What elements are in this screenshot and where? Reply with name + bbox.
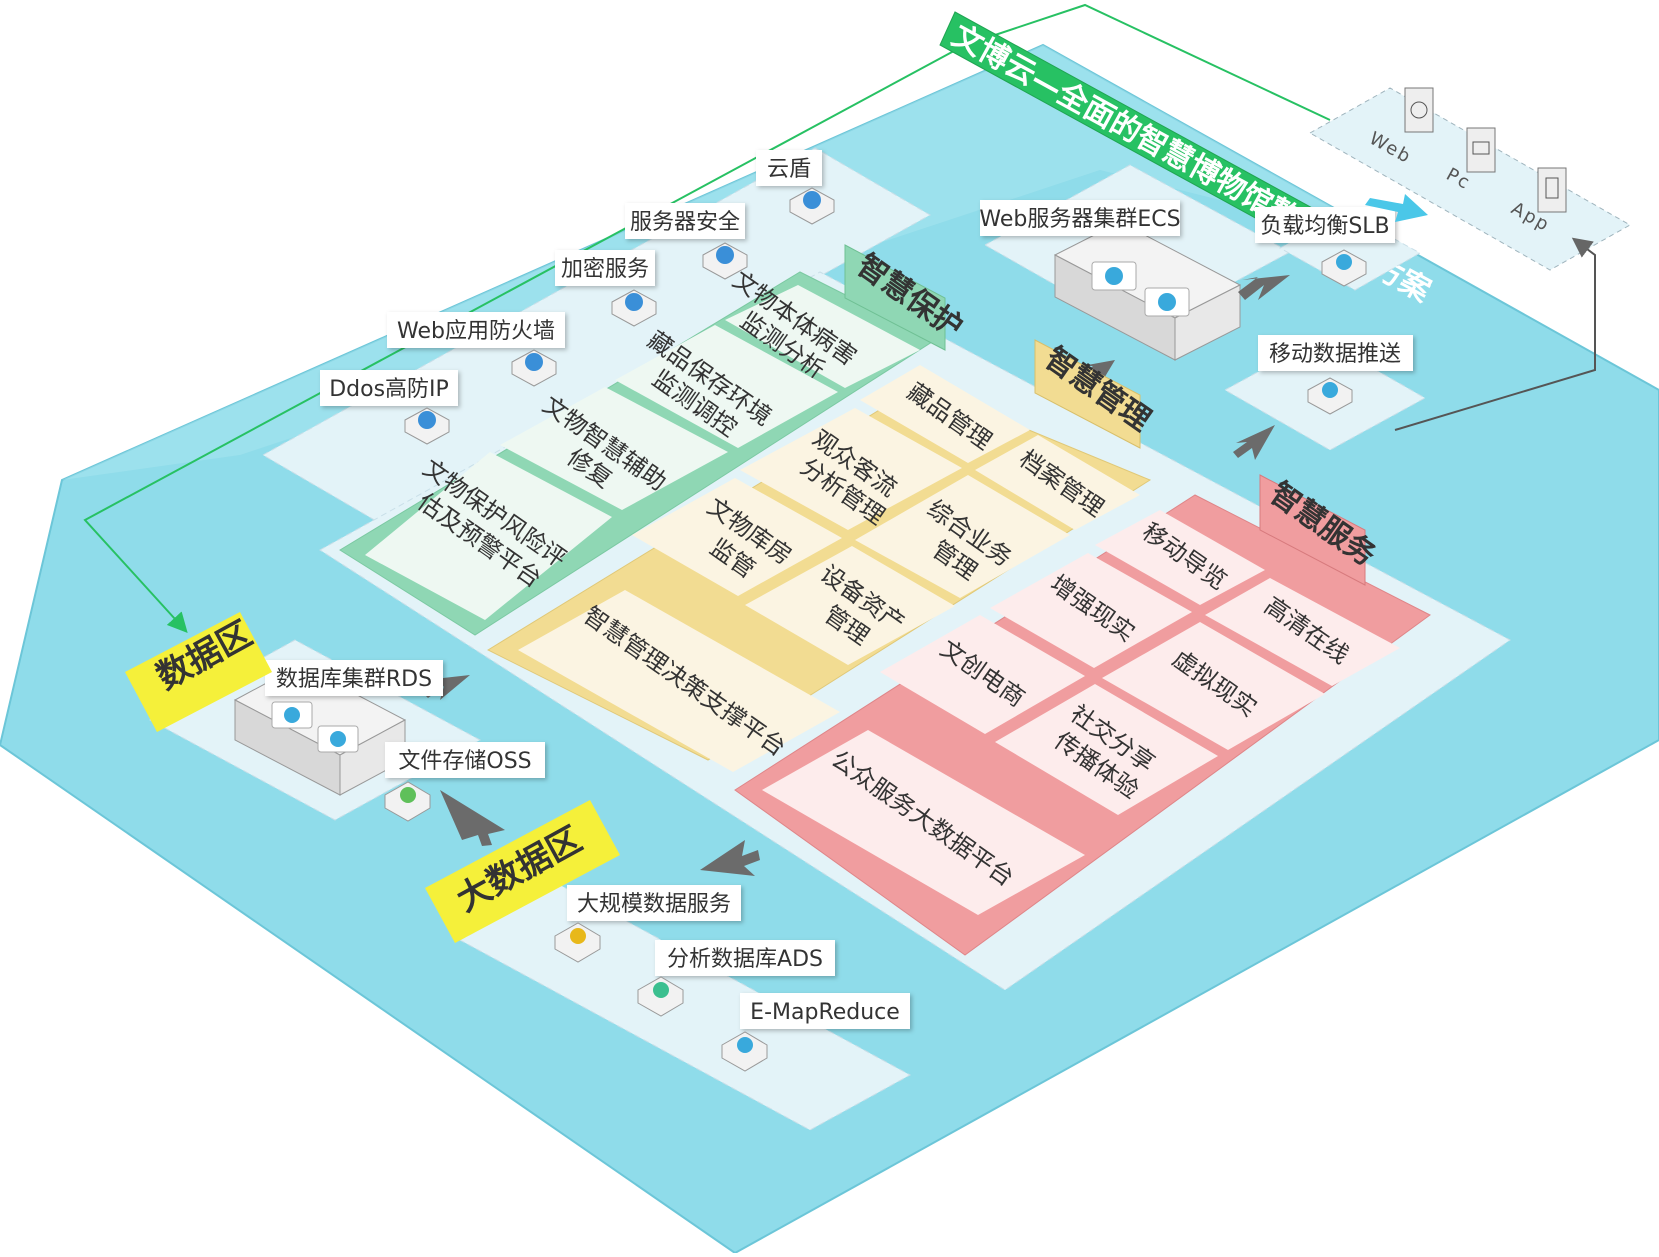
clients-panel: Web Pc App bbox=[1308, 87, 1632, 271]
management-tile[interactable]: 设备资产 管理 bbox=[745, 546, 955, 665]
oss-label: 文件存储OSS bbox=[398, 749, 531, 774]
server-security-item[interactable]: 服务器安全 bbox=[625, 203, 748, 280]
rds-db-icon bbox=[317, 725, 359, 753]
bigdata-zone-panel: 大规模数据服务 分析数据库ADS E-MapReduce bbox=[458, 884, 912, 1131]
ecs-cloud-icon bbox=[1091, 261, 1137, 291]
protection-tile[interactable]: 文物保护风险评 估及预警平台 bbox=[365, 452, 612, 620]
ads-icon bbox=[637, 976, 684, 1017]
management-tile[interactable]: 综合业务 管理 bbox=[855, 475, 1070, 598]
encryption-icon bbox=[611, 289, 657, 327]
security-items: 云盾 服务器安全 加密服务 Web应用防火墙 Ddos高防IP bbox=[320, 150, 835, 445]
encryption-label: 加密服务 bbox=[561, 257, 649, 282]
protection-block: 文物本体病害 监测分析 藏品保存环境 监测调控 文物智慧辅助 修复 文物保护风险… bbox=[339, 244, 969, 636]
service-tile[interactable]: 文创电商 bbox=[880, 615, 1085, 734]
web-cluster-panel: Web服务器集群ECS bbox=[979, 164, 1292, 361]
management-block: 藏品管理 档案管理 观众客流 分析管理 综合业务 管理 文物库房 监管 设备资产… bbox=[486, 339, 1157, 772]
slb-icon bbox=[1321, 249, 1367, 287]
firewall-icon bbox=[511, 349, 557, 387]
server-security-label: 服务器安全 bbox=[630, 210, 740, 235]
bigdata-service-icon bbox=[554, 922, 601, 963]
encryption-item[interactable]: 加密服务 bbox=[555, 250, 657, 327]
service-tile[interactable]: 社交分享 传播体验 bbox=[995, 684, 1218, 815]
ddos-label: Ddos高防IP bbox=[329, 377, 449, 402]
push-panel: 移动数据推送 bbox=[1223, 335, 1427, 451]
ecs-cloud-icon bbox=[1144, 287, 1190, 317]
ddos-icon bbox=[404, 407, 450, 445]
bigdata-service-label: 大规模数据服务 bbox=[577, 892, 731, 917]
slb-panel: 负载均衡SLB bbox=[1255, 207, 1422, 291]
service-tile[interactable]: 公众服务大数据平台 bbox=[762, 730, 1085, 915]
slb-label: 负载均衡SLB bbox=[1260, 214, 1389, 239]
server-security-icon bbox=[702, 242, 748, 280]
service-tile[interactable]: 增强现实 bbox=[990, 553, 1192, 668]
ads-label: 分析数据库ADS bbox=[667, 947, 823, 972]
cloud-shield-item[interactable]: 云盾 bbox=[756, 150, 835, 225]
service-tile[interactable]: 虚拟现实 bbox=[1102, 622, 1325, 750]
web-device-icon bbox=[1404, 87, 1434, 133]
app-device-icon bbox=[1537, 167, 1567, 213]
web-cluster-label: Web服务器集群ECS bbox=[979, 207, 1180, 232]
ecs-server-box bbox=[1053, 221, 1242, 361]
waf-item[interactable]: Web应用防火墙 bbox=[387, 312, 565, 387]
ddos-item[interactable]: Ddos高防IP bbox=[320, 370, 458, 445]
cloud-shield-label: 云盾 bbox=[767, 157, 811, 182]
rds-label: 数据库集群RDS bbox=[276, 667, 432, 692]
client-arrow bbox=[1365, 194, 1428, 222]
emr-icon bbox=[721, 1031, 768, 1072]
push-return-line bbox=[1394, 237, 1596, 431]
emr-label: E-MapReduce bbox=[750, 1000, 900, 1025]
rds-db-icon bbox=[271, 701, 313, 729]
pc-device-icon bbox=[1466, 127, 1496, 173]
push-icon bbox=[1307, 377, 1353, 415]
service-block: 移动导览 高清在线 增强现实 虚拟现实 文创电商 社交分享 传播体验 公众服务大… bbox=[734, 474, 1431, 956]
management-tile[interactable]: 智慧管理决策支撑平台 bbox=[518, 590, 840, 772]
management-tile[interactable]: 观众客流 分析管理 bbox=[740, 408, 962, 530]
protection-tile[interactable]: 文物智慧辅助 修复 bbox=[500, 387, 728, 510]
cloud-shield-icon bbox=[789, 187, 835, 225]
mobile-push-label: 移动数据推送 bbox=[1269, 342, 1401, 367]
waf-label: Web应用防火墙 bbox=[397, 319, 555, 344]
management-tile[interactable]: 文物库房 监管 bbox=[632, 478, 842, 596]
oss-icon bbox=[384, 781, 431, 822]
